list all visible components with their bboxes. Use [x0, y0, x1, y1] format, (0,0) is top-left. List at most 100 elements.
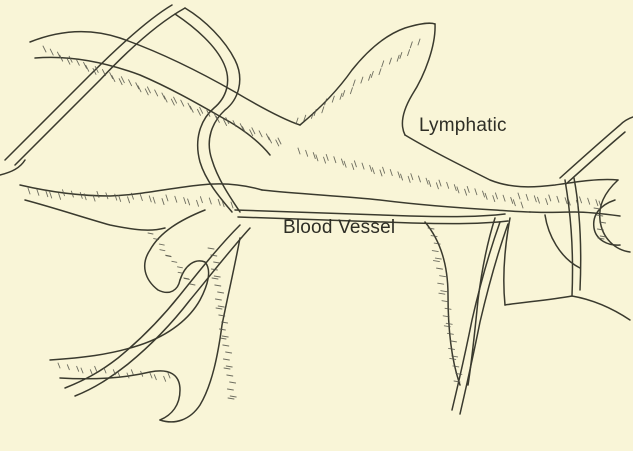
- hatch-stroke: [228, 398, 234, 399]
- hatch-stroke: [147, 87, 150, 93]
- hatch-stroke: [400, 52, 402, 58]
- hatch-stroke: [324, 157, 326, 163]
- hatch-stroke: [343, 91, 345, 97]
- hatch-stroke: [440, 276, 446, 277]
- hatch-stroke: [434, 243, 440, 244]
- hatch-stroke: [467, 186, 469, 192]
- hatch-stroke: [214, 276, 220, 277]
- hatch-stroke: [81, 368, 83, 373]
- hatch-stroke: [208, 248, 214, 249]
- hatch-stroke: [226, 352, 232, 353]
- hatch-stroke: [50, 49, 53, 55]
- hatch-stroke: [209, 198, 211, 204]
- hatch-stroke: [76, 59, 79, 65]
- hatch-stroke: [493, 196, 495, 202]
- hatch-stroke: [171, 99, 174, 105]
- hatch-stroke: [436, 183, 438, 189]
- hatch-stroke: [296, 118, 298, 124]
- hatch-stroke: [546, 199, 548, 205]
- hatch-stroke: [511, 197, 513, 203]
- hatch-stroke: [447, 333, 453, 334]
- hatch-stroke: [121, 77, 124, 83]
- hatch-stroke: [398, 172, 400, 178]
- hatch-stroke: [580, 197, 582, 203]
- hatch-stroke: [220, 338, 226, 339]
- hatch-stroke: [177, 267, 182, 268]
- hatch-stroke: [445, 308, 451, 309]
- hatch-stroke: [526, 194, 528, 200]
- hatch-stroke: [429, 180, 431, 186]
- hatch-stroke: [298, 148, 300, 154]
- hatch-stroke: [215, 285, 221, 286]
- hatch-stroke: [226, 366, 232, 367]
- hatch-stroke: [140, 195, 142, 201]
- hatch-stroke: [188, 199, 190, 205]
- hatch-stroke: [162, 199, 164, 205]
- hatch-stroke: [197, 109, 200, 115]
- hatch-stroke: [450, 358, 456, 359]
- hatch-stroke: [118, 371, 120, 376]
- hatch-stroke: [316, 155, 318, 161]
- hatch-stroke: [596, 200, 598, 206]
- hatch-stroke: [597, 215, 603, 216]
- hatch-stroke: [128, 197, 130, 203]
- hatch-stroke: [168, 373, 170, 378]
- hatch-stroke: [418, 39, 420, 45]
- hatch-stroke: [129, 80, 132, 86]
- hatch-stroke: [428, 228, 434, 229]
- hatch-stroke: [306, 150, 308, 156]
- hatch-stroke: [155, 90, 158, 96]
- hatch-stroke: [46, 191, 48, 197]
- hatch-stroke: [197, 200, 199, 206]
- hatch-stroke: [389, 58, 391, 64]
- hatch-stroke: [90, 370, 92, 375]
- hatch-stroke: [439, 293, 445, 294]
- hatch-stroke: [178, 272, 183, 273]
- hatch-stroke: [438, 283, 444, 284]
- hatch-stroke: [214, 262, 220, 263]
- hatch-stroke: [212, 278, 218, 279]
- lymphatic-label: Lymphatic: [419, 115, 507, 137]
- hatch-stroke: [453, 366, 459, 367]
- hatch-stroke: [483, 191, 485, 197]
- hatch-stroke: [119, 79, 122, 85]
- hatch-stroke: [181, 100, 184, 106]
- hatch-stroke: [190, 284, 195, 285]
- hatch-stroke: [77, 366, 79, 371]
- hatch-stroke: [344, 161, 346, 167]
- hatch-stroke: [435, 258, 441, 259]
- hatch-stroke: [565, 198, 567, 204]
- hatch-stroke: [465, 189, 467, 195]
- hatch-stroke: [475, 189, 477, 195]
- hatch-stroke: [223, 345, 229, 346]
- hatch-stroke: [370, 165, 372, 171]
- hatch-stroke: [154, 375, 156, 380]
- hatch-stroke: [102, 69, 105, 75]
- hatch-stroke: [485, 193, 487, 199]
- hatch-stroke: [50, 192, 52, 198]
- hatch-stroke: [379, 69, 381, 75]
- hatch-stroke: [454, 185, 456, 191]
- hatch-stroke: [521, 202, 523, 208]
- hatch-stroke: [175, 196, 177, 202]
- hatch-stroke: [326, 154, 328, 160]
- hatch-stroke: [160, 250, 165, 251]
- hatch-stroke: [149, 196, 151, 202]
- hatch-stroke: [218, 292, 224, 293]
- hatch-stroke: [433, 261, 439, 262]
- hatch-stroke: [534, 196, 536, 202]
- hatch-stroke: [437, 268, 443, 269]
- hatch-stroke: [259, 131, 262, 137]
- hatch-stroke: [447, 182, 449, 188]
- hatch-stroke: [43, 46, 46, 52]
- hatch-stroke: [174, 97, 177, 103]
- hatch-stroke: [549, 195, 551, 201]
- hatch-stroke: [215, 299, 221, 300]
- hatch-stroke: [67, 58, 70, 64]
- hatch-stroke: [252, 128, 255, 134]
- hatch-stroke: [58, 363, 60, 368]
- hatch-stroke: [227, 375, 233, 376]
- hatch-stroke: [145, 89, 148, 95]
- hatch-stroke: [216, 308, 222, 309]
- hatch-stroke: [503, 195, 505, 201]
